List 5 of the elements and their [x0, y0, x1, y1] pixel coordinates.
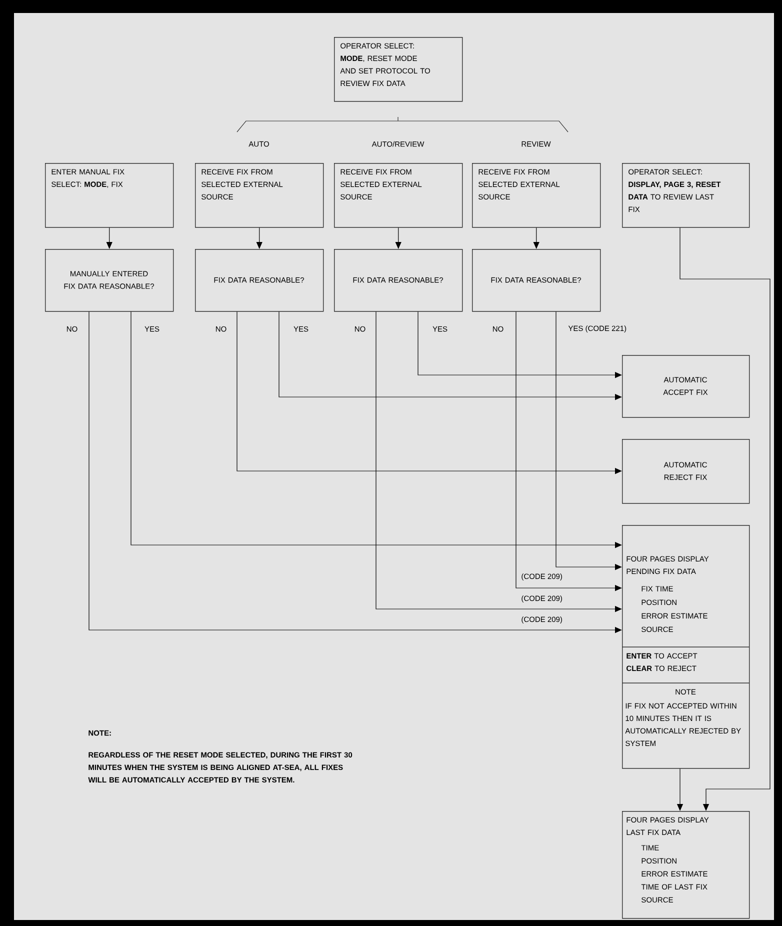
arrow — [395, 227, 402, 249]
arrow — [533, 227, 540, 249]
arrow — [256, 227, 262, 249]
arrow — [680, 227, 770, 811]
arrow — [106, 227, 112, 249]
